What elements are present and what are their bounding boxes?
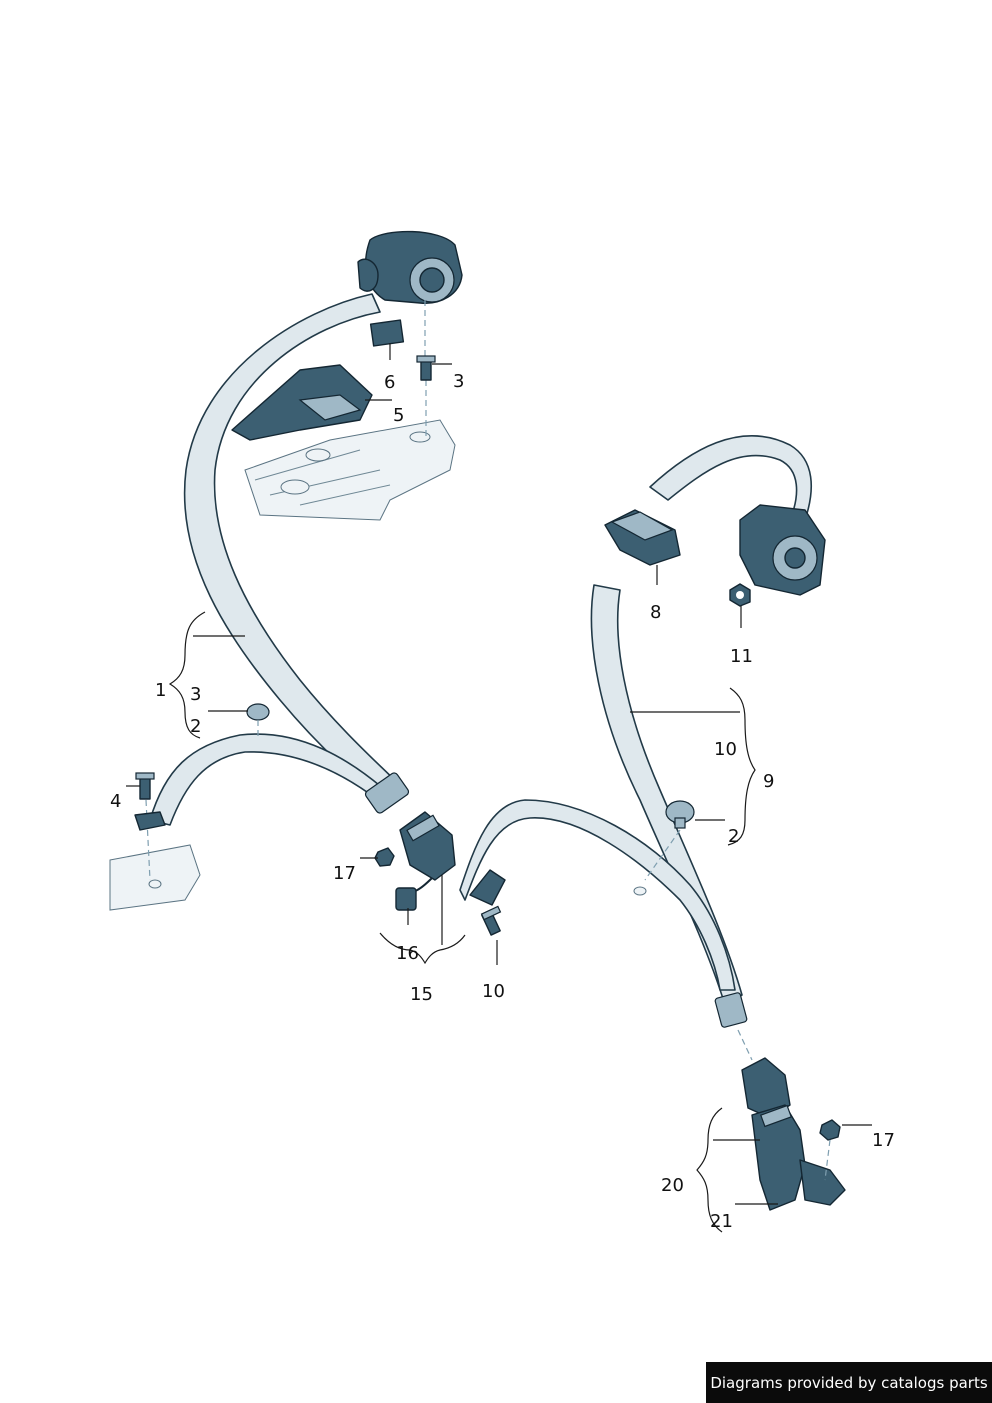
callout-17-left: 17 bbox=[333, 863, 356, 884]
nut-left-icon bbox=[374, 847, 395, 867]
callout-4: 4 bbox=[110, 791, 121, 812]
callout-2-right: 2 bbox=[728, 826, 739, 847]
cap-left-icon bbox=[246, 703, 270, 721]
nut-rear-icon bbox=[819, 1119, 841, 1141]
callout-8: 8 bbox=[650, 602, 661, 623]
anchor-plate-right bbox=[469, 869, 506, 906]
floor-panel-left bbox=[109, 844, 201, 911]
belt-guide-icon bbox=[231, 364, 373, 441]
rear-belt-webbing bbox=[459, 435, 813, 1028]
nut-right-icon bbox=[729, 583, 751, 607]
callout-10-bottom: 10 bbox=[482, 981, 505, 1002]
floor-panel-top bbox=[244, 419, 456, 521]
callout-20: 20 bbox=[661, 1175, 684, 1196]
callout-6: 6 bbox=[384, 372, 395, 393]
label-plate-icon bbox=[369, 319, 405, 347]
callout-21: 21 bbox=[710, 1211, 733, 1232]
seat-belt-buckle-rear-icon bbox=[741, 1057, 846, 1211]
callout-11: 11 bbox=[730, 646, 753, 667]
callout-10-right: 10 bbox=[714, 739, 737, 760]
bolt-top-icon bbox=[416, 355, 436, 381]
belt-retractor-right-icon bbox=[739, 504, 826, 596]
bolt-bottom-icon bbox=[480, 905, 502, 936]
callout-labels: 1 3 2 4 3 6 5 17 16 15 10 8 11 10 9 2 20… bbox=[110, 371, 895, 1232]
callout-17-right: 17 bbox=[872, 1130, 895, 1151]
callout-9: 9 bbox=[763, 771, 774, 792]
cap-right-icon bbox=[665, 800, 695, 829]
connector-16-icon bbox=[395, 887, 417, 911]
bolt-left-icon bbox=[135, 772, 155, 800]
callout-16: 16 bbox=[396, 943, 419, 964]
anchor-plate-left bbox=[134, 811, 166, 831]
callout-1: 1 bbox=[155, 680, 166, 701]
credit-text: Diagrams provided by catalogs parts bbox=[710, 1373, 988, 1392]
front-belt-webbing bbox=[149, 293, 410, 826]
callout-5: 5 bbox=[393, 405, 404, 426]
credit-banner: Diagrams provided by catalogs parts bbox=[706, 1362, 992, 1403]
callout-2-left: 2 bbox=[190, 716, 201, 737]
callout-15: 15 bbox=[410, 984, 433, 1005]
callout-3-left: 3 bbox=[190, 684, 201, 705]
callout-3-top: 3 bbox=[453, 371, 464, 392]
leader-lines bbox=[126, 343, 872, 1233]
seat-belt-buckle-front-icon bbox=[399, 811, 456, 893]
belt-guide-right-icon bbox=[604, 509, 681, 566]
belt-retractor-top-icon bbox=[357, 230, 463, 304]
